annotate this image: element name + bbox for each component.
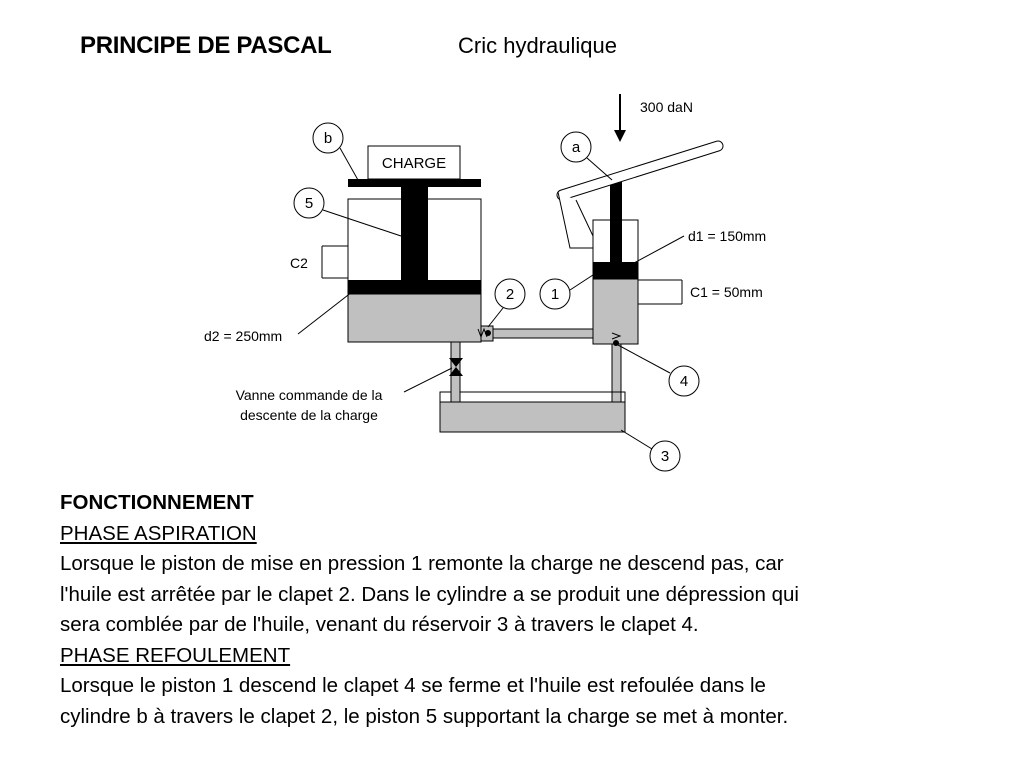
label-5: 5 (293, 187, 325, 219)
valve-caption-line2: descente de la charge (240, 407, 378, 423)
phase-aspiration-line: l'huile est arrêtée par le clapet 2. Dan… (60, 582, 799, 606)
d1-leader (633, 235, 685, 264)
description-block: FONCTIONNEMENT PHASE ASPIRATION Lorsque … (60, 488, 1000, 732)
phase-refoulement-line: cylindre b à travers le clapet 2, le pis… (60, 704, 789, 728)
label-b: b (312, 122, 344, 154)
d2-leader (297, 291, 353, 335)
valve-caption-line1: Vanne commande de la (236, 387, 383, 403)
charge-box (367, 145, 461, 180)
label-5-leader (322, 209, 402, 237)
label-4-leader (617, 344, 671, 374)
label-b-leader (339, 147, 359, 181)
valve-caption-leader (403, 367, 453, 393)
label-2-leader (487, 307, 504, 328)
force-label: 300 daN (640, 99, 693, 115)
c2-label: C2 (290, 255, 308, 271)
svg-text:3: 3 (661, 448, 669, 465)
section-heading: FONCTIONNEMENT (60, 491, 254, 514)
svg-text:4: 4 (680, 373, 688, 390)
label-1: 1 (539, 278, 571, 310)
d1-label: d1 = 150mm (688, 228, 766, 244)
svg-text:5: 5 (305, 195, 313, 212)
phase-aspiration-line: Lorsque le piston de mise en pression 1 … (60, 552, 784, 575)
svg-text:2: 2 (506, 286, 514, 303)
return-valve-bottom (449, 367, 463, 376)
phase-refoulement-title: PHASE REFOULEMENT (60, 643, 291, 667)
check-valve-2-spring (477, 327, 488, 339)
label-3-leader (620, 429, 653, 450)
piston-1 (593, 262, 638, 279)
pump-lever-inner (557, 141, 723, 200)
label-a-leader (586, 157, 613, 181)
label-2: 2 (494, 278, 526, 310)
force-arrow-head (614, 130, 626, 142)
label-4: 4 (668, 365, 700, 397)
label-1-leader (569, 272, 597, 291)
phase-aspiration-title: PHASE ASPIRATION (60, 521, 257, 545)
charge-label: CHARGE (382, 155, 446, 172)
load-platform (348, 179, 481, 187)
hydraulic-jack-diagram: CHARGE C2 C1 = 50mm 300 daN d1 = 150mm b (204, 94, 766, 472)
reservoir-3-oil (439, 401, 626, 433)
svg-text:1: 1 (551, 286, 559, 303)
check-valve-4-ball (613, 340, 619, 346)
page-title: PRINCIPE DE PASCAL (80, 32, 332, 59)
c1-label: C1 = 50mm (690, 284, 763, 300)
label-a: a (560, 131, 592, 163)
return-valve-top (449, 358, 463, 367)
pipe-transfer (491, 328, 594, 339)
page-subtitle: Cric hydraulique (458, 33, 617, 58)
label-3: 3 (649, 440, 681, 472)
lever-support (557, 191, 594, 249)
cylinder-b-oil (347, 293, 482, 343)
piston-5 (348, 280, 481, 294)
svg-text:a: a (572, 139, 581, 156)
d2-label: d2 = 250mm (204, 328, 282, 344)
phase-aspiration-line: sera comblée par de l'huile, venant du r… (60, 613, 699, 636)
svg-text:b: b (324, 130, 332, 147)
piston-5-rod (401, 186, 428, 282)
piston-1-rod (610, 175, 622, 264)
check-valve-4-spring (611, 332, 622, 340)
phase-refoulement-line: Lorsque le piston 1 descend le clapet 4 … (60, 674, 766, 697)
